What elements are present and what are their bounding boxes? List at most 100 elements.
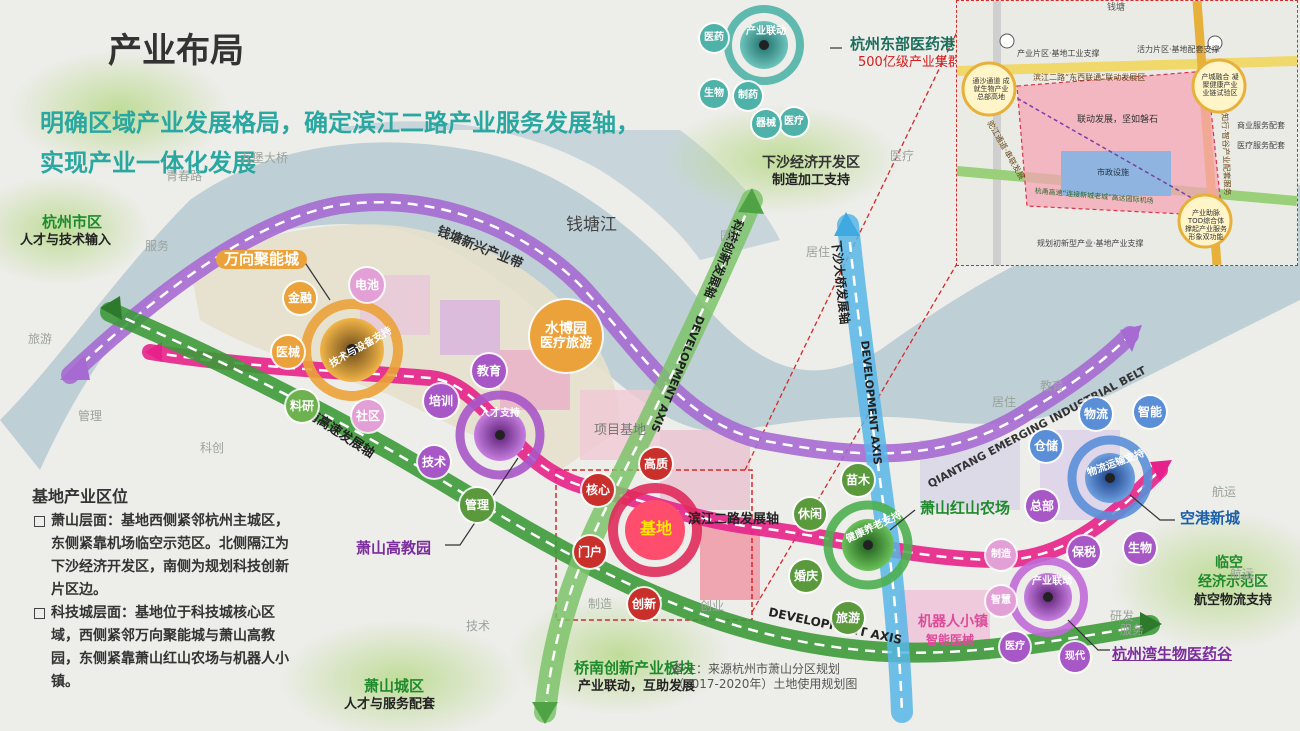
bubble-yiliao: 医疗 — [1000, 632, 1030, 662]
bubble-baoshui: 保税 — [1068, 536, 1100, 568]
bubble-guanli: 管理 — [460, 488, 494, 522]
faint-label: 管理 — [78, 409, 103, 423]
xiasha-green — [660, 105, 900, 215]
bubble-zhineng: 智能 — [1134, 396, 1166, 428]
shuiboyuan-label: 水博园 — [545, 320, 587, 337]
inset-bottom: 规划初新型产业·基地产业支撑 — [1037, 239, 1144, 248]
leader — [1067, 619, 1110, 651]
qiaonan-sub: 产业联动，互助发展 — [578, 679, 696, 694]
inset-right-1: 商业服务配套 — [1237, 121, 1285, 130]
hangnan-arrow-west — [100, 296, 122, 320]
hangzhou-city-sub: 人才与技术输入 — [20, 233, 112, 248]
belt-arrow-west — [60, 355, 90, 380]
east-ring-label: 产业联动 — [746, 26, 786, 37]
faint-label: 旅游 — [28, 332, 53, 346]
innovation-arrow-south — [532, 702, 558, 724]
qiantang-belt-centerline — [69, 201, 1131, 455]
bay-ring-label: 产业联动 — [1032, 576, 1072, 587]
binjiang-arrow-east — [1150, 460, 1172, 482]
leader — [445, 457, 519, 546]
bubble-cangchu: 仓储 — [1030, 430, 1062, 462]
bubble-yiyao: 医药 — [700, 24, 728, 52]
bubble-shengwu2: 生物 — [700, 80, 728, 108]
landuse-patch — [440, 300, 500, 355]
linkong-sub: 航空物流支持 — [1194, 593, 1273, 608]
faint-label: 科创 — [200, 441, 225, 455]
bubble-shequ: 社区 — [352, 400, 384, 432]
inset-zone-b: 活力片区·基地配套支撑 — [1137, 45, 1220, 54]
project-site-label: 项目基地 — [594, 423, 647, 438]
inset-zone-a: 产业片区·基地工业支撑 — [1017, 49, 1100, 58]
qiantang-river — [0, 142, 1300, 470]
legend-item-1-text: 萧山层面：基地西侧紧邻杭州主城区，东侧紧靠机场临空示范区。北侧隔江为下沙经济开发… — [51, 513, 289, 598]
binjiang-arrow-west — [145, 342, 162, 362]
bubble-liaoyan: 料研 — [286, 390, 318, 422]
river-label: 钱塘江 — [566, 215, 617, 235]
linkong-label-2: 经济示范区 — [1198, 574, 1268, 590]
bubble-qixie2: 器械 — [752, 110, 780, 138]
hongshan-ring — [823, 500, 913, 590]
bubble-xiuxian: 休闲 — [794, 498, 826, 530]
bay-bio-label: 杭州湾生物医药谷 — [1112, 645, 1233, 663]
innovation-arrow-north — [738, 188, 764, 214]
faint-label: 青春路 — [166, 169, 203, 183]
legend-item-1: 萧山层面：基地西侧紧邻杭州主城区，东侧紧靠机场临空示范区。北侧隔江为下沙经济开发… — [32, 510, 294, 602]
faint-label: 研发 — [1110, 609, 1135, 623]
bubble-zhizao: 制造 — [986, 540, 1016, 570]
bubble-lvyou: 旅游 — [832, 602, 864, 634]
inset-node-3: 产业助脉 TOD综合体撑起产业服务形象双功能 — [1185, 209, 1227, 242]
city-green — [0, 175, 150, 285]
robot-town-label: 机器人小镇 — [918, 614, 988, 630]
bubble-zhiyao: 制药 — [734, 82, 762, 110]
shuiboyuan-sub: 医疗旅游 — [539, 335, 592, 351]
bubble-jiaoyu: 教育 — [472, 354, 506, 388]
legend-item-2-text: 科技城层面：基地位于科技城核心区域，西侧紧邻万向聚能城与萧山高教园，东侧紧靠萧山… — [51, 605, 289, 690]
bubble-chuangxin: 创新 — [628, 588, 660, 620]
east-medical-label: 杭州东部医药港 — [850, 35, 956, 53]
inset-road-top: 钱塘 — [1107, 3, 1126, 13]
binjiang-axis-label: 滨江二路发展轴 — [688, 512, 780, 527]
bubble-xiandai: 现代 — [1060, 642, 1090, 672]
headline-line-2: 实现产业一体化发展 — [40, 149, 256, 177]
east-medical-sub: 500亿级产业集群 — [858, 55, 961, 70]
bubble-wuliu: 物流 — [1080, 398, 1112, 430]
bubble-menhu: 门户 — [574, 536, 606, 568]
headline-line-1: 明确区域产业发展格局，确定滨江二路产业服务发展轴， — [40, 109, 640, 137]
bubble-yixie: 医械 — [272, 336, 304, 368]
qiaonan-label: 桥南创新产业板块 — [574, 659, 695, 677]
legend-heading: 基地产业区位 — [32, 487, 129, 506]
inset-road-1: 滨江二路“东西联通”联动发展区 — [1033, 73, 1146, 82]
edu-ring-label: 人才支持 — [480, 408, 520, 419]
headline-green — [10, 50, 230, 170]
bubble-gaozhi: 高质 — [640, 448, 672, 480]
shuiboyuan-bubble: 水博园 医疗旅游 — [530, 300, 602, 372]
inset-center: 联动发展，坚如磐石 — [1077, 115, 1159, 125]
xiasha-sub: 制造加工支持 — [772, 173, 851, 188]
hangnan-arrow-east — [1140, 612, 1162, 636]
faint-label: 航运 — [1230, 567, 1255, 581]
xiasha-label: 下沙经济开发区 — [762, 155, 860, 171]
faint-label: 园 — [720, 229, 733, 243]
wanxiang-ring — [301, 299, 403, 401]
faint-label: 制造 — [588, 597, 613, 611]
leader — [889, 509, 916, 531]
page-title: 产业布局 — [108, 31, 244, 71]
innovation-axis-centerline — [543, 199, 754, 713]
inset-square: 市政设施 — [1097, 168, 1129, 177]
inset-node-1: 通沙通道 成就生物产业 总部高地 — [972, 77, 1010, 102]
belt-arrow-east — [1120, 325, 1142, 352]
linkong-label: 临空 — [1215, 555, 1243, 571]
edu-ring — [455, 390, 545, 480]
inset-node-2: 产城融合 凝聚健康产业 业链试验区 — [1201, 73, 1239, 98]
east-medical-ring — [724, 5, 804, 85]
xiasha-bridge-axis-centerline — [846, 224, 904, 713]
base-location-legend: 基地产业区位 萧山层面：基地西侧紧邻杭州主城区，东侧紧靠机场临空示范区。北侧隔江… — [32, 485, 294, 694]
faint-label: 服务 — [1120, 623, 1145, 637]
bubble-peixun: 培训 — [424, 384, 458, 418]
linkong-green — [1110, 510, 1300, 650]
base-ring — [608, 483, 702, 577]
site-inset: 钱塘 产业片区·基地工业支撑 活力片区·基地配套支撑 通沙通道 成就生物产业 总… — [956, 0, 1298, 266]
faint-label: 居住 — [992, 395, 1017, 409]
bubble-jishu: 技术 — [418, 446, 450, 478]
